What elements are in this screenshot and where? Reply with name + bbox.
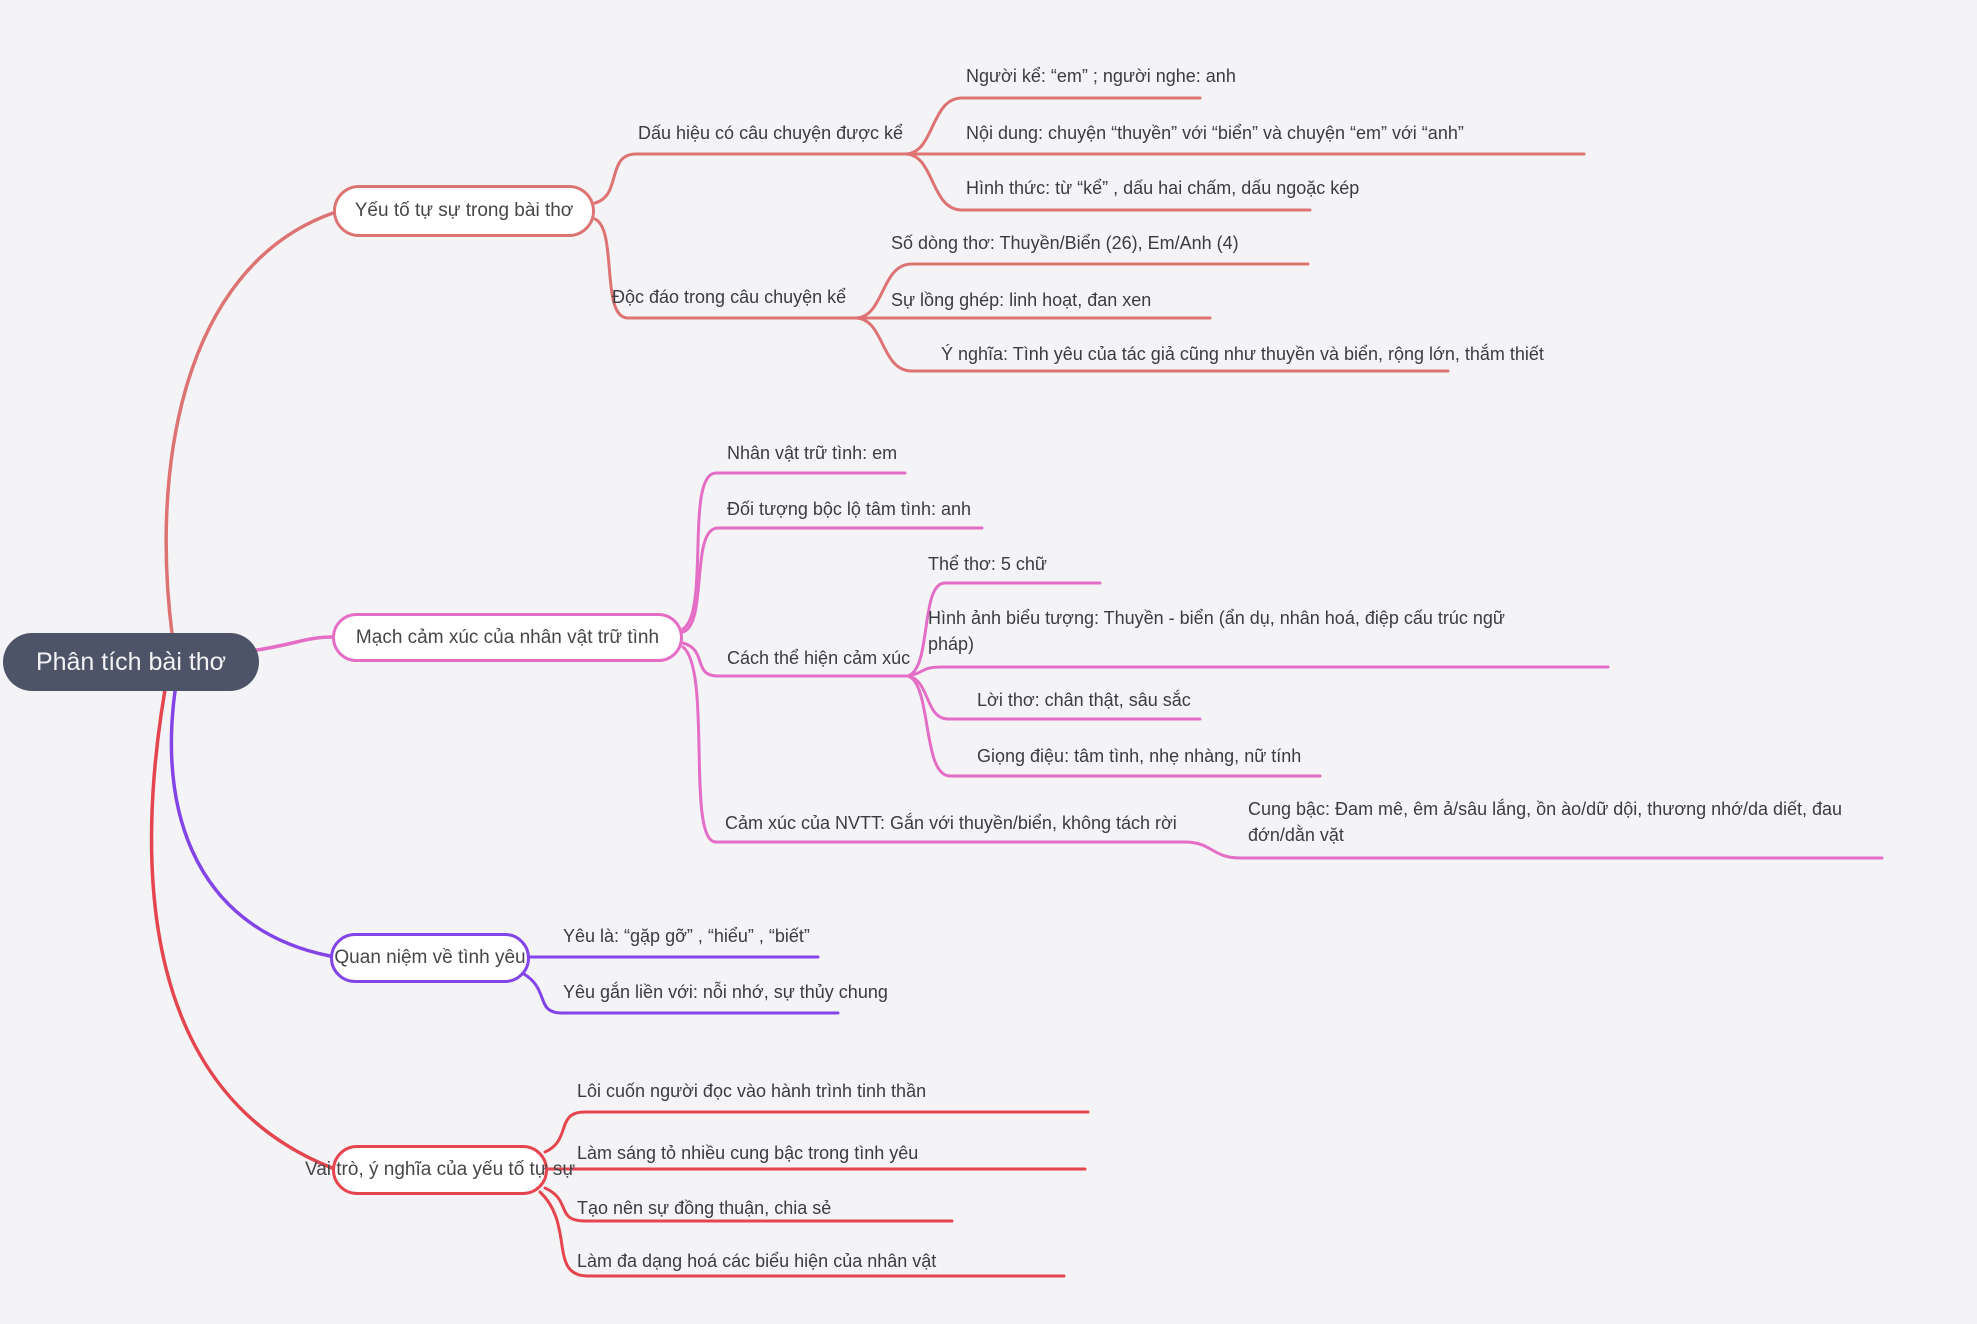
leaf-love-bound[interactable]: Yêu gắn liền với: nỗi nhớ, sự thủy chung [563, 982, 888, 1002]
connector-expression-imagery [906, 665, 1610, 678]
connector-attachment-registers [1183, 840, 1884, 860]
leaf-clarify-registers[interactable]: Làm sáng tỏ nhiều cung bậc trong tình yê… [577, 1143, 919, 1163]
connector-root-to-narrative [164, 211, 335, 657]
connector-expression-meter [906, 581, 1102, 678]
leaf-emotional-registers[interactable]: Cung bậc: Đam mê, êm ả/sâu lắng, ồn ào/d… [1248, 799, 1843, 845]
leaf-consensus[interactable]: Tạo nên sự đồng thuận, chia sẻ [577, 1198, 832, 1218]
subtopic-unique-story[interactable]: Độc đáo trong câu chuyện kể [612, 287, 847, 307]
connector-emotion-addressee [681, 526, 984, 634]
connector-role-diversify [538, 1190, 1066, 1278]
connector-expression-tone [906, 674, 1322, 778]
leaf-words[interactable]: Lời thơ: chân thật, sâu sắc [977, 690, 1191, 710]
leaf-diversify[interactable]: Làm đa dạng hoá các biểu hiện của nhân v… [577, 1251, 937, 1271]
topic-narrative-element[interactable]: Yếu tố tự sự trong bài thơ [333, 185, 595, 237]
connector-narrative-unique [593, 217, 857, 320]
leaf-attract-reader[interactable]: Lôi cuốn người đọc vào hành trình tinh t… [577, 1081, 927, 1101]
connector-unique-lines [853, 262, 1310, 320]
connector-signs-form [903, 152, 1312, 212]
leaf-love-is[interactable]: Yêu là: “gặp gỡ” , “hiểu” , “biết” [563, 926, 810, 946]
leaf-tone[interactable]: Giọng điệu: tâm tình, nhẹ nhàng, nữ tính [977, 746, 1302, 766]
subtopic-expression[interactable]: Cách thể hiện cảm xúc [727, 648, 911, 668]
leaf-imagery[interactable]: Hình ảnh biểu tượng: Thuyền - biển (ẩn d… [928, 608, 1505, 654]
subtopic-attachment[interactable]: Cảm xúc của NVTT: Gắn với thuyền/biển, k… [725, 813, 1177, 833]
topic-emotional-flow[interactable]: Mạch cảm xúc của nhân vật trữ tình [332, 613, 683, 662]
leaf-content[interactable]: Nội dung: chuyện “thuyền” với “biển” và … [966, 123, 1464, 143]
leaf-interweaving[interactable]: Sự lồng ghép: linh hoạt, đan xen [891, 290, 1152, 310]
leaf-lyrical-persona[interactable]: Nhân vật trữ tình: em [727, 443, 898, 463]
connector-root-to-emotion [248, 635, 334, 653]
connector-narrative-signs [593, 152, 907, 205]
connector-signs-narrator [903, 96, 1202, 156]
topic-role-meaning[interactable]: Vai trò, ý nghĩa của yếu tố tự sự [305, 1145, 575, 1195]
leaf-meaning[interactable]: Ý nghĩa: Tình yêu của tác giả cũng như t… [941, 344, 1544, 364]
leaf-meter[interactable]: Thể thơ: 5 chữ [928, 554, 1047, 574]
connector-root-to-concept [169, 660, 332, 958]
connector-root-to-role [149, 660, 334, 1170]
subtopic-story-signs[interactable]: Dấu hiệu có câu chuyện được kể [638, 123, 904, 143]
connector-role-consensus [543, 1186, 954, 1223]
connector-unique-meaning [853, 316, 1450, 373]
root-topic[interactable]: Phân tích bài thơ [3, 633, 259, 691]
leaf-line-count[interactable]: Số dòng thơ: Thuyền/Biển (26), Em/Anh (4… [891, 233, 1239, 253]
connector-emotion-persona [681, 471, 907, 631]
leaf-addressee[interactable]: Đối tượng bộc lộ tâm tình: anh [727, 499, 971, 519]
connector-emotion-expression [681, 641, 910, 678]
leaf-form[interactable]: Hình thức: từ “kể” , dấu hai chấm, dấu n… [966, 178, 1360, 198]
connector-concept-love-bound [522, 972, 840, 1015]
connector-emotion-attachment [681, 645, 1187, 844]
topic-concept-of-love[interactable]: Quan niệm về tình yêu [330, 933, 530, 983]
leaf-narrator[interactable]: Người kể: “em” ; người nghe: anh [966, 66, 1236, 86]
connector-expression-words [906, 674, 1202, 721]
connector-role-attract [543, 1110, 1090, 1154]
